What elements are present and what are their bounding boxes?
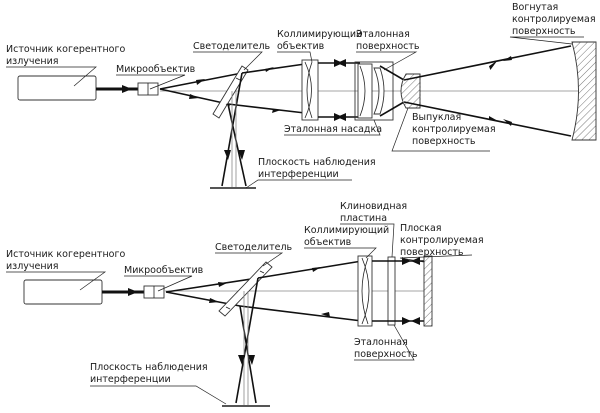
bottom-scheme: Источник когерентного излучения Микрообъ… xyxy=(6,201,484,407)
flat-surface-label: Плоская xyxy=(400,223,442,234)
micro-objective-label: Микрообъектив xyxy=(124,265,204,276)
reference-surface-label: Эталонная xyxy=(356,29,410,40)
reference-surface xyxy=(373,67,385,115)
beam-splitter-label: Светоделитель xyxy=(193,41,271,52)
observation-plane-label: Плоскость наблюдения xyxy=(258,157,376,168)
arrow-icon xyxy=(122,85,132,93)
flat-test-surface xyxy=(423,255,433,327)
svg-text:интерференции: интерференции xyxy=(90,374,171,385)
svg-text:поверхность: поверхность xyxy=(412,136,476,147)
micro-objective-label: Микрообъектив xyxy=(116,64,196,75)
source-label: Источник когерентного xyxy=(6,249,125,260)
source-label: Источник когерентного xyxy=(6,44,125,55)
svg-text:поверхность: поверхность xyxy=(356,41,420,52)
svg-text:контролируемая: контролируемая xyxy=(400,235,484,246)
laser-source xyxy=(23,279,103,305)
svg-text:контролируемая: контролируемая xyxy=(512,14,596,25)
reference-attachment-label: Эталонная насадка xyxy=(284,124,382,135)
beam-splitter xyxy=(212,65,249,119)
beam-splitter xyxy=(218,261,273,317)
svg-text:пластина: пластина xyxy=(340,213,387,224)
convex-surface-label: Выпуклая xyxy=(412,112,461,123)
svg-text:объектив: объектив xyxy=(277,41,325,52)
svg-text:поверхность: поверхность xyxy=(512,26,576,37)
svg-text:интерференции: интерференции xyxy=(258,169,339,180)
reference-surface-label: Эталонная xyxy=(354,337,408,348)
collimating-objective xyxy=(357,255,373,327)
collimating-objective xyxy=(301,59,319,121)
collimating-objective-label: Коллимирующий xyxy=(304,225,389,236)
wedge-plate-label: Клиновидная xyxy=(340,201,407,212)
top-scheme: Источник когерентного излучения Микрообъ… xyxy=(6,2,597,189)
concave-test-surface xyxy=(571,41,597,141)
observation-plane-label: Плоскость наблюдения xyxy=(90,362,208,373)
svg-text:контролируемая: контролируемая xyxy=(412,124,496,135)
svg-text:излучения: излучения xyxy=(6,261,58,272)
svg-text:поверхность: поверхность xyxy=(354,349,418,360)
collimating-objective-label: Коллимирующий xyxy=(277,29,362,40)
concave-surface-label: Вогнутая xyxy=(512,2,558,13)
svg-text:излучения: излучения xyxy=(6,56,58,67)
beam-splitter-label: Светоделитель xyxy=(215,242,293,253)
reference-attachment xyxy=(354,61,394,121)
laser-source xyxy=(17,75,97,101)
convex-test-surface xyxy=(400,73,421,109)
svg-text:объектив: объектив xyxy=(304,237,352,248)
wedge-plate xyxy=(387,256,396,326)
svg-text:поверхность: поверхность xyxy=(400,247,464,258)
